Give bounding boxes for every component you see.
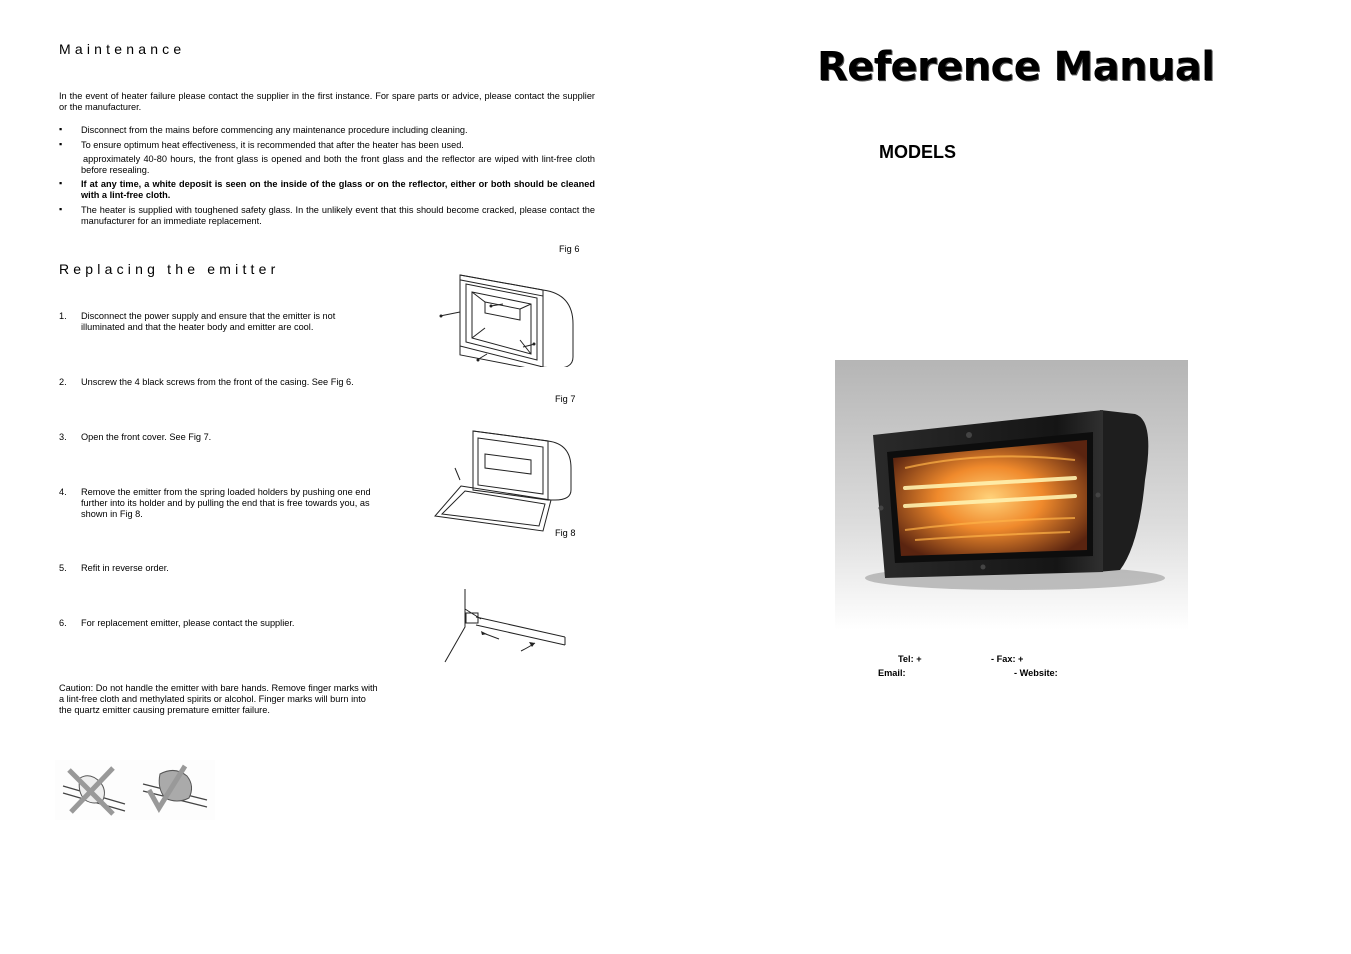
website-label: - Website: [1014,668,1058,678]
step-text: For replacement emitter, please contact … [81,618,295,628]
step-text: Disconnect the power supply and ensure t… [81,311,336,332]
step-text: Remove the emitter from the spring loade… [81,487,371,519]
bullet-mark: ▪ [59,124,63,134]
step-text: Open the front cover. See Fig 7. [81,432,212,442]
step-number: 3. [59,432,67,442]
bullet-mark: ▪ [59,178,63,188]
step-number: 5. [59,563,67,573]
step-number: 1. [59,311,67,321]
tel-label: Tel: + [898,654,922,664]
step-text: Unscrew the 4 black screws from the fron… [81,377,354,387]
fig7-caption: Fig 7 [555,394,576,404]
fig8-caption: Fig 8 [555,528,576,538]
step-number: 2. [59,377,67,387]
maintenance-intro: In the event of heater failure please co… [59,91,595,112]
maintenance-heading: Maintenance [59,41,186,57]
bullet-text: Disconnect from the mains before commenc… [81,125,468,135]
caution-note: Caution: Do not handle the emitter with … [59,683,378,715]
handling-wrong-right-illustration [55,760,215,820]
heater-product-photo [835,360,1188,630]
bullet-text: The heater is supplied with toughened sa… [81,205,595,226]
email-label: Email: [878,668,906,678]
bullet-mark: ▪ [59,204,63,214]
bare-hand-icon [62,766,126,816]
models-label: MODELS [879,142,957,162]
replacing-heading: Replacing the emitter [59,261,280,277]
fig6-heater-screws-drawing [439,274,574,367]
bullet-mark: ▪ [59,139,63,149]
maintenance-continuation: approximately 40-80 hours, the front gla… [81,154,595,175]
step-text: Refit in reverse order. [81,563,169,573]
gloved-hand-icon [142,764,208,813]
fax-label: - Fax: + [991,654,1024,664]
fig8-emitter-holder-drawing [444,589,566,663]
bullet-text: If at any time, a white deposit is seen … [81,179,595,200]
step-number: 4. [59,487,67,497]
fig6-caption: Fig 6 [559,244,580,254]
manual-title: Reference Manual [817,44,1215,90]
bullet-text: To ensure optimum heat effectiveness, it… [81,140,464,150]
step-number: 6. [59,618,67,628]
fig7-open-cover-drawing [434,430,572,532]
